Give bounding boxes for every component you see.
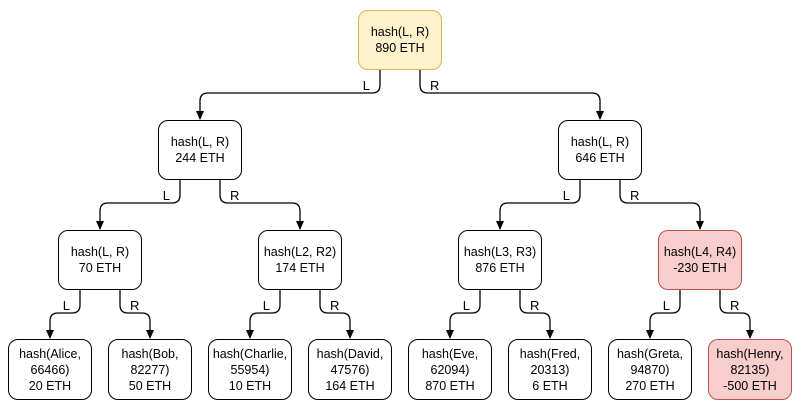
edge-label-r: R — [230, 188, 239, 203]
edge-n646-right — [619, 180, 704, 230]
leaf-node-david: hash(David, 47576) 164 ETH — [308, 339, 392, 400]
edge-n876-right — [519, 290, 554, 339]
leaf-node-charlie: hash(Charlie, 55954) 10 ETH — [208, 339, 292, 400]
edge-label-r: R — [430, 78, 439, 93]
leaf-node-bob: hash(Bob, 82277) 50 ETH — [108, 339, 192, 400]
edge-label-l: L — [363, 78, 370, 93]
edge-n174-left — [246, 290, 281, 339]
edge-n244-left — [96, 180, 181, 230]
leaf-node-henry: hash(Henry, 82135) -500 ETH — [708, 339, 792, 400]
edge-label-l: L — [563, 188, 570, 203]
edge-label-r: R — [630, 188, 639, 203]
edge-n646-left — [496, 180, 581, 230]
edge-label-l: L — [263, 298, 270, 313]
leaf-node-greta: hash(Greta, 94870) 270 ETH — [608, 339, 692, 400]
edge-n70-left — [46, 290, 81, 339]
edge-label-l: L — [463, 298, 470, 313]
tree-node-l2-r2: hash(L2, R2) 174 ETH — [258, 230, 342, 290]
edge-label-r: R — [330, 298, 339, 313]
edge-label-r: R — [730, 298, 739, 313]
edge-root-left — [196, 70, 381, 120]
edge-label-l: L — [63, 298, 70, 313]
edge-label-r: R — [130, 298, 139, 313]
leaf-node-alice: hash(Alice, 66466) 20 ETH — [8, 339, 92, 400]
edge-label-r: R — [530, 298, 539, 313]
tree-node-l3-r3: hash(L3, R3) 876 ETH — [458, 230, 542, 290]
edge-label-l: L — [663, 298, 670, 313]
edge-nL4R4-right — [719, 290, 754, 339]
tree-node-646-eth: hash(L, R) 646 ETH — [558, 120, 642, 180]
edge-nL4R4-left — [646, 290, 681, 339]
edge-label-l: L — [163, 188, 170, 203]
tree-node-70-eth: hash(L, R) 70 ETH — [58, 230, 142, 290]
edge-n244-right — [219, 180, 304, 230]
edge-n174-right — [319, 290, 354, 339]
leaf-node-fred: hash(Fred, 20313) 6 ETH — [508, 339, 592, 400]
edge-root-right — [419, 70, 604, 120]
edge-n876-left — [446, 290, 481, 339]
tree-node-root: hash(L, R) 890 ETH — [358, 10, 442, 70]
tree-node-244-eth: hash(L, R) 244 ETH — [158, 120, 242, 180]
leaf-node-eve: hash(Eve, 62094) 870 ETH — [408, 339, 492, 400]
edge-n70-right — [119, 290, 154, 339]
tree-node-l4-r4: hash(L4, R4) -230 ETH — [658, 230, 742, 290]
